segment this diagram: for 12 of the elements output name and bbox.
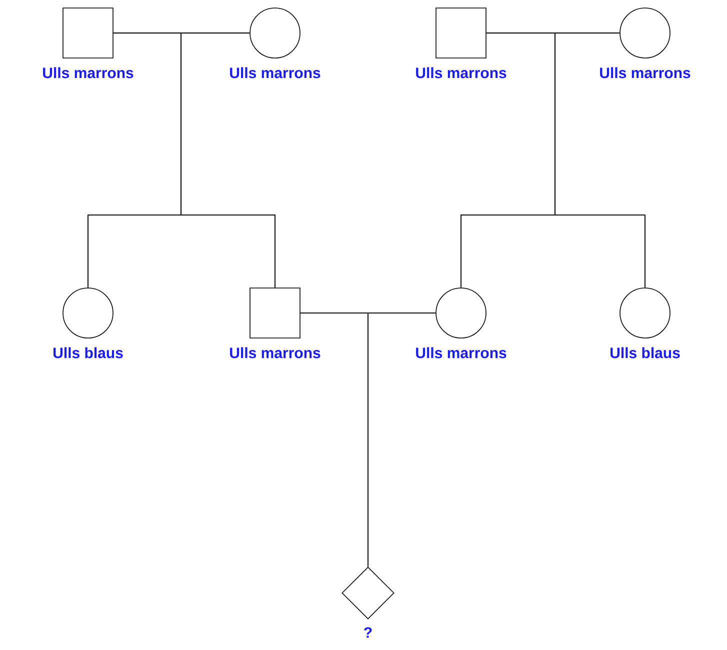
node-label: Ulls marrons (416, 347, 506, 358)
node-label: Ulls marrons (600, 67, 690, 78)
node-label: Ulls marrons (230, 67, 320, 78)
node-label: Ulls blaus (610, 347, 680, 358)
node-label: Ulls marrons (230, 347, 320, 358)
node-label: Ulls blaus (53, 347, 123, 358)
node-label: ? (364, 627, 372, 638)
pedigree-line (180, 32, 276, 288)
node-label: Ulls marrons (416, 67, 506, 78)
pedigree-line (554, 32, 646, 288)
node-label: Ulls marrons (43, 67, 134, 78)
pedigree-line (368, 312, 436, 567)
